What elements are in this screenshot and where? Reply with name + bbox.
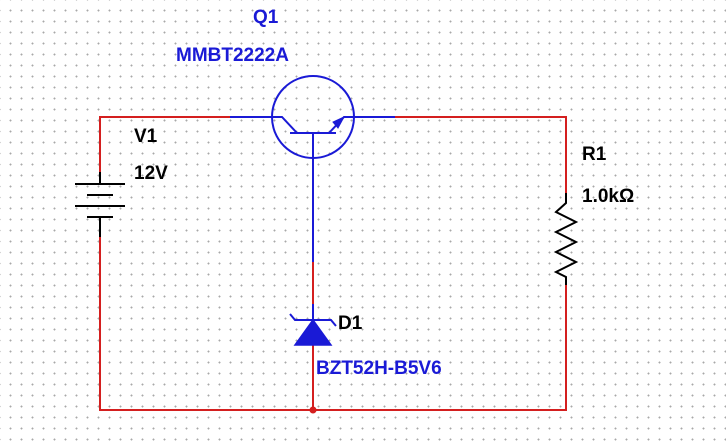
q1-part-label: MMBT2222A (176, 45, 289, 66)
wire-top-left[interactable] (99, 116, 230, 172)
q1-ref-label: Q1 (253, 7, 279, 28)
wire-right-bottom[interactable] (313, 285, 567, 411)
d1-ref-label: D1 (338, 313, 363, 334)
wire-left-bottom[interactable] (99, 237, 313, 411)
v1-ref-label: V1 (134, 126, 158, 147)
r1-value-label: 1.0kΩ (582, 186, 635, 207)
r1-ref-label: R1 (582, 144, 607, 165)
d1-part-label: BZT52H-B5V6 (316, 358, 442, 379)
junction-dot (309, 406, 317, 414)
zener-diode-d1-symbol[interactable] (289, 304, 337, 346)
transistor-q1-symbol[interactable] (230, 75, 395, 262)
resistor-r1-symbol[interactable] (553, 193, 579, 285)
battery-v1-symbol[interactable] (75, 172, 125, 237)
v1-value-label: 12V (134, 163, 168, 184)
wires (99, 116, 567, 414)
wire-top-right[interactable] (395, 116, 567, 193)
